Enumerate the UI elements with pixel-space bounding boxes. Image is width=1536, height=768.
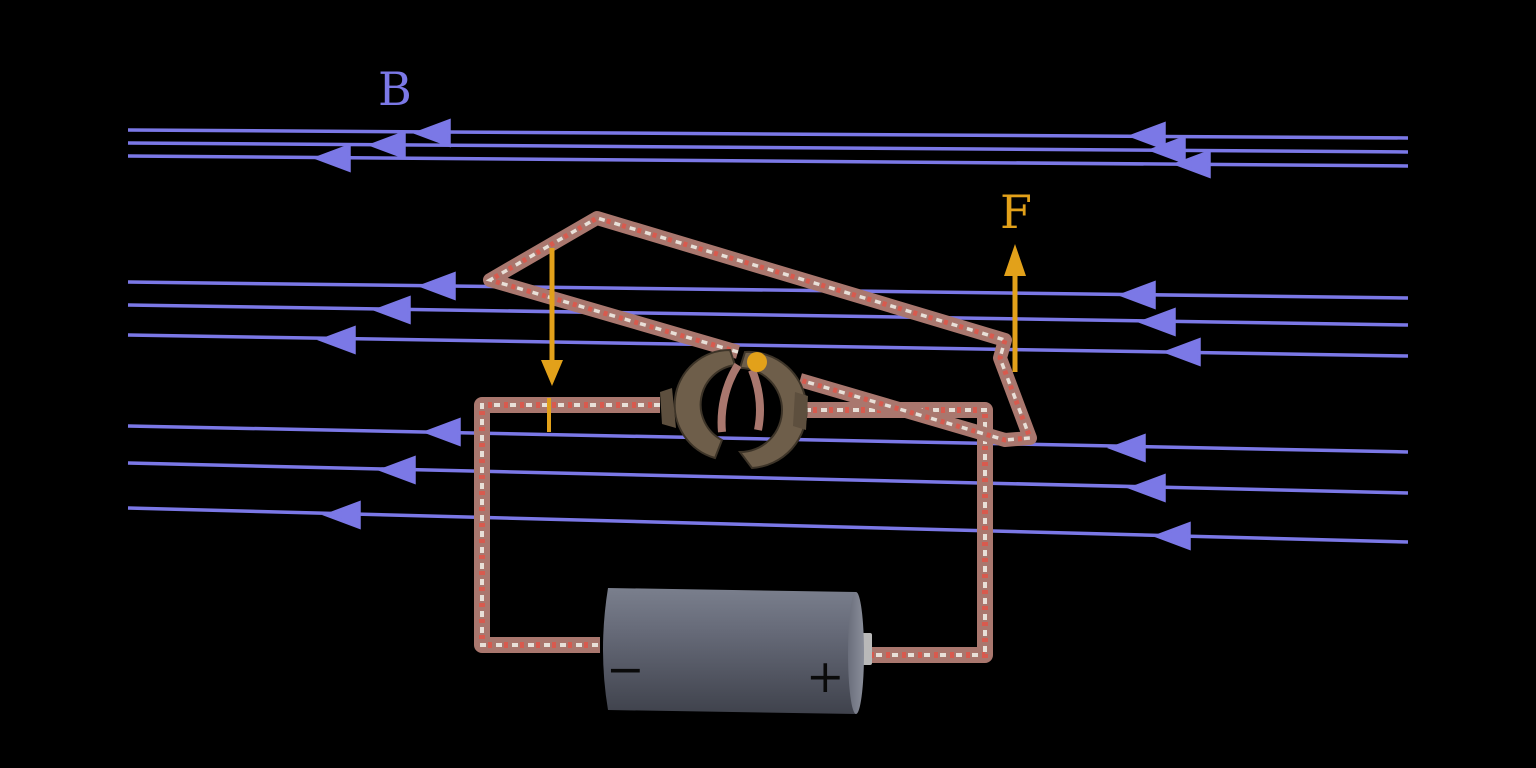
axle-pivot bbox=[747, 352, 767, 372]
field-arrow-left bbox=[1147, 135, 1186, 165]
field-line bbox=[127, 303, 1409, 327]
field-arrow-left bbox=[412, 118, 451, 148]
force-label-f: F bbox=[1000, 185, 1032, 239]
circuit-wire-dots bbox=[479, 402, 660, 648]
magnetic-field-lines bbox=[127, 118, 1409, 551]
force-arrows bbox=[541, 244, 1026, 432]
brush-right bbox=[793, 392, 808, 430]
commutator-left-half bbox=[673, 348, 737, 460]
field-line bbox=[127, 461, 1409, 495]
commutator-inner-wire-right bbox=[748, 368, 764, 431]
coil-dashes bbox=[485, 216, 1033, 442]
force-arrow-right-head bbox=[1004, 244, 1026, 276]
field-label-b: B bbox=[378, 62, 412, 116]
battery-minus-label: − bbox=[606, 642, 645, 696]
field-line bbox=[127, 141, 1409, 154]
brush-left bbox=[660, 388, 676, 428]
field-arrow-left bbox=[417, 271, 456, 301]
battery-plus-label: + bbox=[806, 649, 845, 703]
circuit-wire-dashes-right bbox=[805, 408, 987, 657]
battery-body bbox=[603, 588, 860, 714]
field-arrow-left bbox=[317, 325, 356, 355]
field-arrow-left bbox=[1107, 433, 1146, 463]
commutator-right-half bbox=[738, 350, 808, 470]
commutator-inner-wire-left bbox=[717, 362, 742, 433]
field-arrow-left bbox=[377, 455, 416, 485]
field-arrow-left bbox=[1127, 473, 1166, 503]
field-arrow-left bbox=[367, 130, 406, 160]
commutator bbox=[660, 348, 808, 470]
battery: − + bbox=[603, 588, 872, 714]
field-arrow-left bbox=[422, 417, 461, 447]
field-arrow-left bbox=[322, 500, 361, 530]
field-arrow-left bbox=[1172, 149, 1211, 179]
force-arrow-left-head bbox=[541, 360, 563, 386]
field-arrow-left bbox=[1117, 280, 1156, 310]
battery-cap bbox=[848, 592, 864, 714]
field-line bbox=[127, 424, 1409, 454]
field-line bbox=[127, 128, 1409, 140]
field-arrow-left bbox=[1127, 121, 1166, 151]
armature-coil bbox=[483, 211, 1037, 447]
field-arrow-left bbox=[1137, 307, 1176, 337]
field-arrow-left bbox=[1162, 337, 1201, 367]
field-arrow-left bbox=[372, 295, 411, 325]
field-arrow-left bbox=[1152, 521, 1191, 551]
field-line bbox=[127, 280, 1409, 300]
field-arrow-left bbox=[312, 143, 351, 173]
